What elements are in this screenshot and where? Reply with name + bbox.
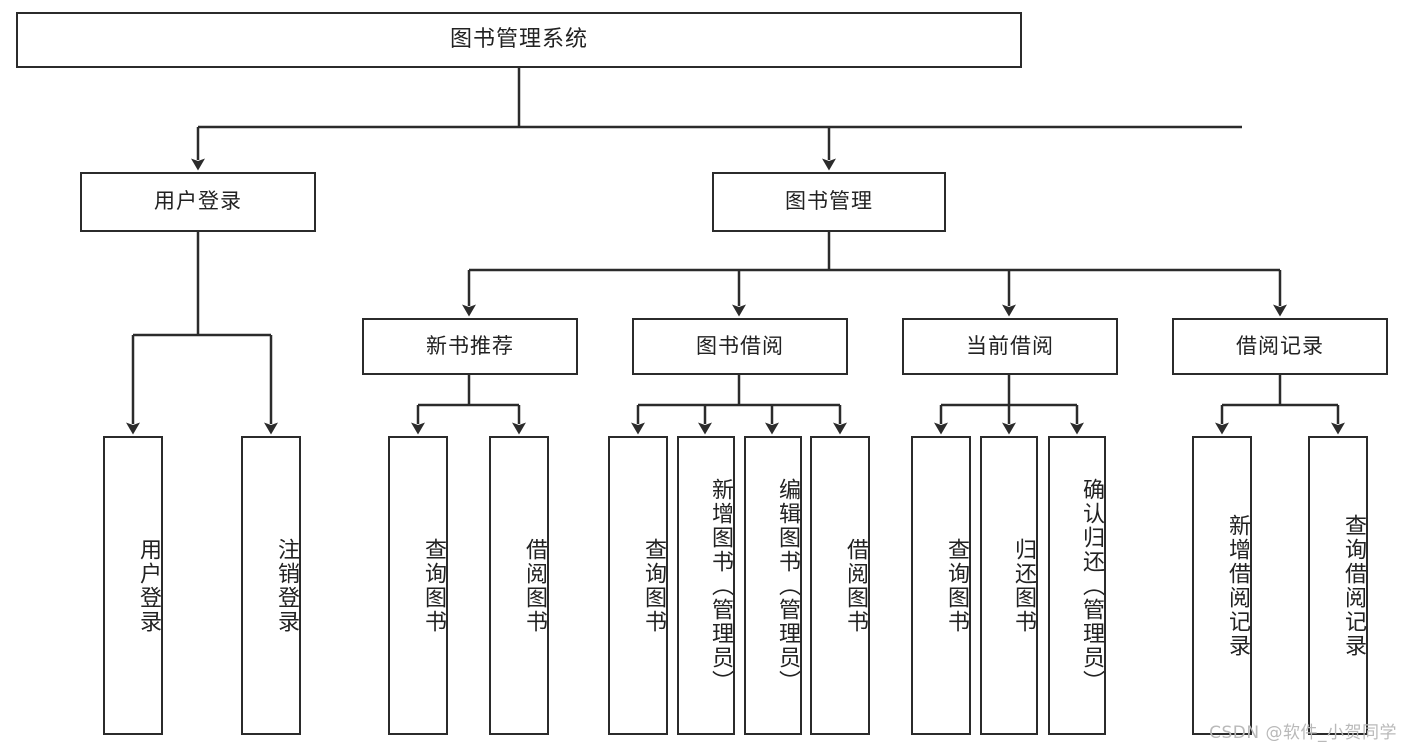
node-book-management[interactable]: 图书管理 <box>712 172 946 232</box>
node-label: 编辑图书（管理员） <box>775 477 800 694</box>
leaf-record-add-record[interactable]: 新增借阅记录 <box>1192 436 1252 735</box>
node-label: 当前借阅 <box>966 333 1054 358</box>
node-label: 用户登录 <box>136 537 161 634</box>
leaf-current-query-book[interactable]: 查询图书 <box>911 436 971 735</box>
leaf-user-login-logout[interactable]: 注销登录 <box>241 436 301 735</box>
node-label: 注销登录 <box>274 537 299 634</box>
leaf-current-confirm-return[interactable]: 确认归还（管理员） <box>1048 436 1106 735</box>
leaf-record-query-record[interactable]: 查询借阅记录 <box>1308 436 1368 735</box>
node-label: 借阅记录 <box>1236 333 1324 358</box>
leaf-recommend-borrow-book[interactable]: 借阅图书 <box>489 436 549 735</box>
node-new-book-recommend[interactable]: 新书推荐 <box>362 318 578 375</box>
node-label: 查询图书 <box>944 537 969 634</box>
node-label: 确认归还（管理员） <box>1079 477 1104 694</box>
node-label: 归还图书 <box>1011 537 1036 634</box>
node-label: 新书推荐 <box>426 333 514 358</box>
leaf-borrow-query-book[interactable]: 查询图书 <box>608 436 668 735</box>
leaf-recommend-query-book[interactable]: 查询图书 <box>388 436 448 735</box>
node-label: 图书管理 <box>785 189 873 214</box>
node-label: 借阅图书 <box>843 537 868 634</box>
leaf-user-login-login[interactable]: 用户登录 <box>103 436 163 735</box>
node-label: 新增借阅记录 <box>1225 513 1250 658</box>
leaf-current-return-book[interactable]: 归还图书 <box>980 436 1038 735</box>
node-label: 查询图书 <box>421 537 446 634</box>
node-label: 查询图书 <box>641 537 666 634</box>
node-user-login[interactable]: 用户登录 <box>80 172 316 232</box>
node-label: 用户登录 <box>154 189 242 214</box>
leaf-borrow-add-book[interactable]: 新增图书（管理员） <box>677 436 735 735</box>
node-label: 图书借阅 <box>696 333 784 358</box>
leaf-borrow-borrow-book[interactable]: 借阅图书 <box>810 436 870 735</box>
node-book-borrow[interactable]: 图书借阅 <box>632 318 848 375</box>
node-label: 新增图书（管理员） <box>708 477 733 694</box>
node-label: 借阅图书 <box>522 537 547 634</box>
node-current-borrow[interactable]: 当前借阅 <box>902 318 1118 375</box>
node-label: 图书管理系统 <box>449 26 588 52</box>
node-label: 查询借阅记录 <box>1341 513 1366 658</box>
node-borrow-record[interactable]: 借阅记录 <box>1172 318 1388 375</box>
leaf-borrow-edit-book[interactable]: 编辑图书（管理员） <box>744 436 802 735</box>
node-root-system[interactable]: 图书管理系统 <box>16 12 1022 68</box>
